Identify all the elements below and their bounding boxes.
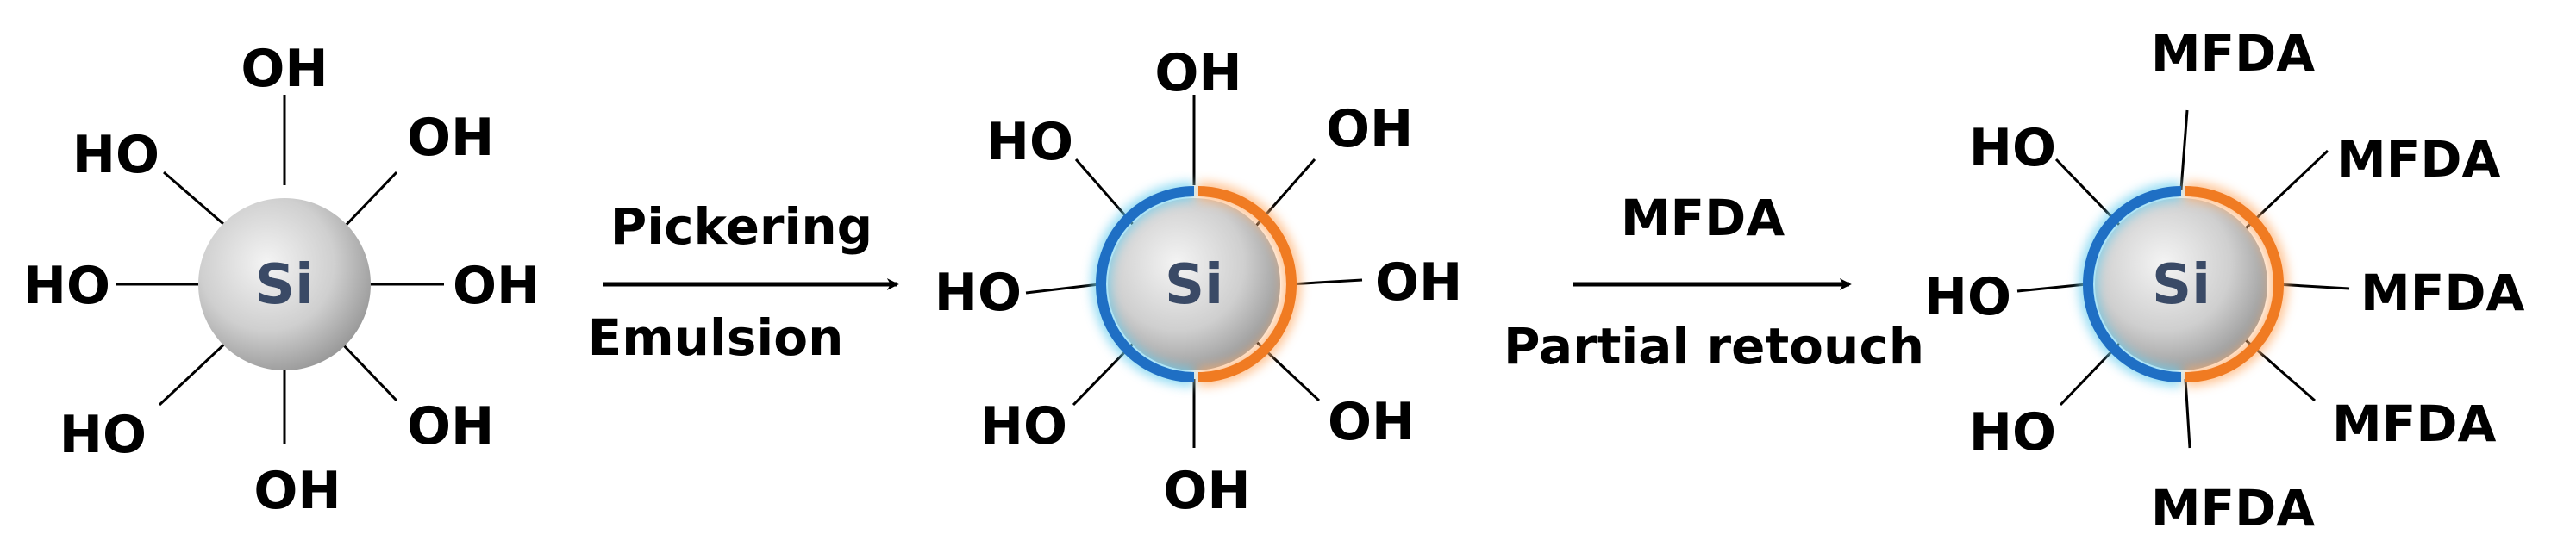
group-label-upper-left: HO xyxy=(72,125,159,185)
bond-top xyxy=(2179,109,2189,190)
group-label-lower-right: OH xyxy=(407,396,494,457)
group-label-upper-right: OH xyxy=(407,108,494,168)
bond-left xyxy=(1025,283,1100,295)
group-label-bottom: OH xyxy=(1163,461,1250,521)
group-label-bottom: MFDA xyxy=(2151,479,2315,537)
group-label-right: OH xyxy=(1375,252,1462,313)
step-label-line-2: Emulsion xyxy=(588,308,844,367)
group-label-lower-right: MFDA xyxy=(2332,395,2496,453)
group-label-lower-left: HO xyxy=(980,396,1067,457)
bond-left xyxy=(2016,283,2087,293)
bond-upper-left xyxy=(163,171,229,230)
core-label: Si xyxy=(2152,253,2210,317)
core-label: Si xyxy=(1165,253,1223,317)
hydrophobic-hemisphere xyxy=(1197,186,1297,382)
bond-lower-right xyxy=(337,339,398,402)
group-label-upper-right: MFDA xyxy=(2336,130,2500,189)
hydrophilic-hemisphere xyxy=(1096,186,1195,382)
particle-mfda-janus-silica: Si MFDA MFDA MFDA MFDA MFDA HO HO HO xyxy=(1924,24,2525,537)
bond-lower-left xyxy=(158,339,230,407)
particle-bare-silica: Si OH OH OH OH OH HO HO HO xyxy=(23,39,540,521)
hydrophobic-hemisphere xyxy=(2185,186,2284,382)
hydrophilic-hemisphere xyxy=(2083,186,2182,382)
group-label-upper-left: HO xyxy=(986,112,1073,172)
group-label-left: HO xyxy=(1924,267,2011,327)
group-label-top: OH xyxy=(1154,43,1241,103)
group-label-top: OH xyxy=(241,39,328,99)
group-label-bottom: OH xyxy=(253,461,341,521)
group-label-top: MFDA xyxy=(2151,24,2315,83)
group-label-upper-right: OH xyxy=(1326,99,1413,159)
core-label: Si xyxy=(255,253,314,317)
group-label-right: OH xyxy=(453,256,540,316)
group-label-left: HO xyxy=(935,263,1022,323)
bond-bottom xyxy=(2184,378,2191,449)
particle-janus-silica: Si OH OH OH OH OH HO HO HO xyxy=(935,43,1462,521)
bond-upper-right xyxy=(337,171,398,234)
bond-right xyxy=(2275,283,2350,290)
group-label-right: MFDA xyxy=(2360,264,2524,322)
step-label-line-1: Pickering xyxy=(610,197,872,256)
silica-core xyxy=(198,198,371,370)
group-label-left: HO xyxy=(23,256,110,316)
step-mfda-partial-retouch: MFDA Partial retouch xyxy=(1504,189,1924,376)
silica-core xyxy=(1108,198,1280,370)
silica-core xyxy=(2095,198,2267,370)
group-label-lower-left: HO xyxy=(1969,402,2056,463)
step-label-line-1: MFDA xyxy=(1621,189,1785,247)
group-label-lower-right: OH xyxy=(1328,392,1415,452)
bond-right xyxy=(1288,278,1363,286)
group-label-lower-left: HO xyxy=(59,405,147,465)
step-pickering-emulsion: Pickering Emulsion xyxy=(588,197,899,367)
group-label-upper-left: HO xyxy=(1969,118,2056,178)
step-label-line-2: Partial retouch xyxy=(1504,317,1924,376)
